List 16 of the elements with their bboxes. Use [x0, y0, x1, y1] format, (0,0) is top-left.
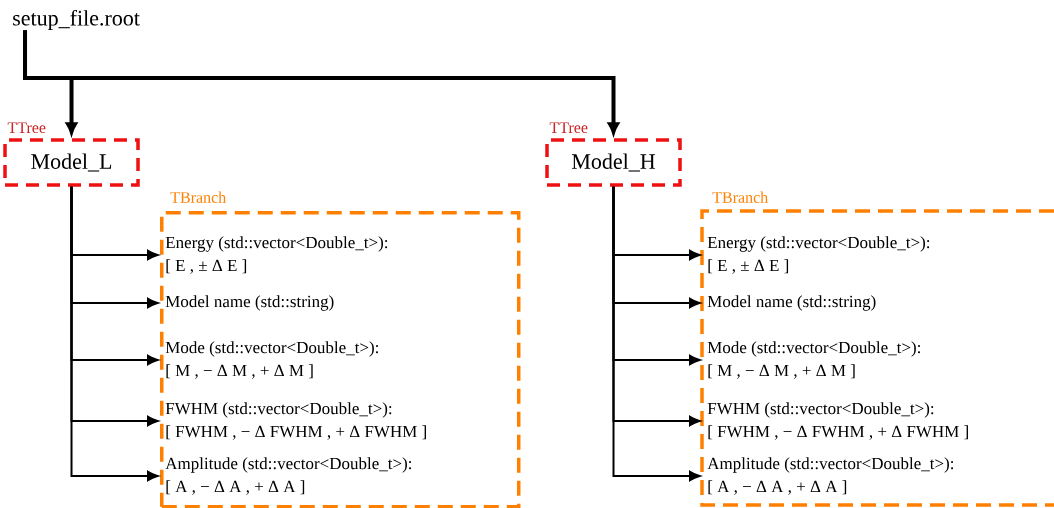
file-name: setup_file.root	[13, 9, 140, 31]
field-description: Amplitude (std::vector<Double_t>): [ A , − Δ A , + Δ A ]	[165, 457, 412, 495]
field-description: FWHM (std::vector<Double_t>): [ FWHM , − Δ FWHM , + Δ FWHM ]	[707, 402, 968, 440]
field-description: Mode (std::vector<Double_t>): [ M , − Δ M , + Δ M ]	[165, 341, 378, 379]
field-description: Model name (std::string)	[165, 295, 334, 311]
field-description: FWHM (std::vector<Double_t>): [ FWHM , − Δ FWHM , + Δ FWHM ]	[165, 402, 426, 440]
field-description: Energy (std::vector<Double_t>): [ E , ± Δ E ]	[707, 236, 930, 274]
arrow	[612, 185, 701, 482]
field-description: Energy (std::vector<Double_t>): [ E , ± Δ E ]	[165, 236, 388, 274]
field-description: Mode (std::vector<Double_t>): [ M , − Δ M , + Δ M ]	[707, 341, 920, 379]
dashed-box: Model_L	[3, 138, 140, 187]
arrow	[70, 185, 159, 482]
node-label: TBranch	[170, 191, 226, 203]
field-description: Amplitude (std::vector<Double_t>): [ A , − Δ A , + Δ A ]	[707, 457, 954, 495]
field-description: Model name (std::string)	[707, 295, 876, 311]
dashed-box: Model_H	[545, 138, 682, 187]
